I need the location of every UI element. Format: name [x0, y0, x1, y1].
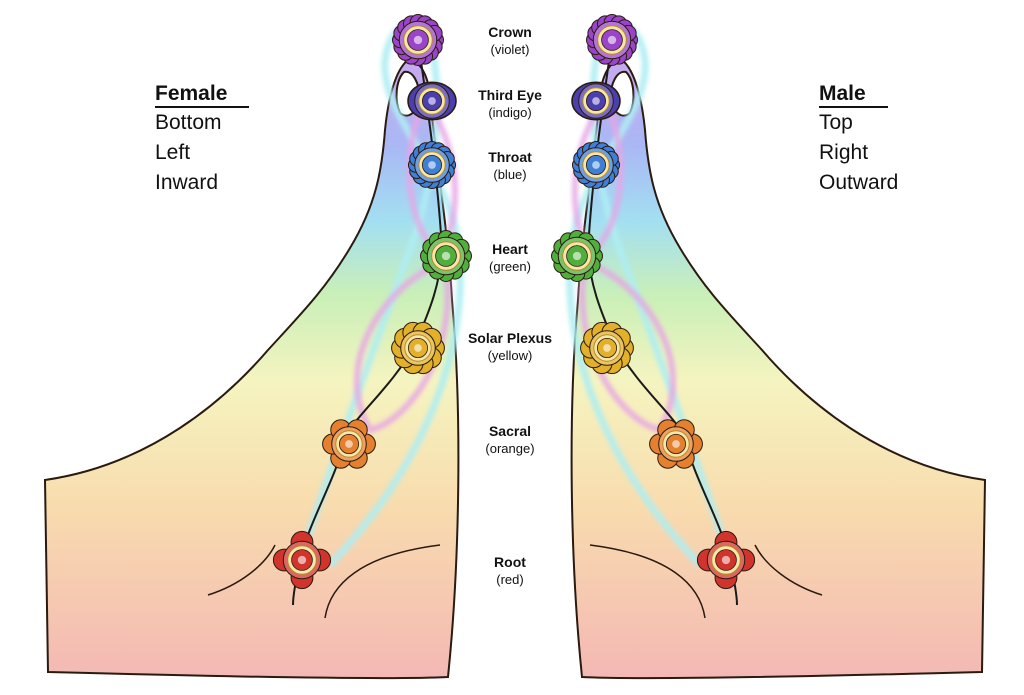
male-hand-outline: [570, 58, 987, 680]
male-palm-crease-1: [754, 544, 823, 596]
chakra-color-third-eye: (indigo): [488, 105, 532, 120]
chakra-color-throat: (blue): [493, 167, 527, 182]
female-chakra-crown-icon: [392, 14, 444, 66]
chakra-color-sacral: (orange): [485, 441, 535, 456]
male-chakra-sacral-icon: [649, 419, 703, 469]
chakra-name-throat: Throat: [488, 149, 532, 165]
chakra-icons: [272, 14, 756, 590]
male-chakra-crown-icon: [586, 14, 638, 66]
male-chakra-root-icon: [696, 530, 756, 590]
female-pink-loop-lower: [354, 258, 451, 434]
female-title: Female: [155, 82, 250, 108]
male-line-2: Right: [819, 141, 869, 164]
chakra-name-root: Root: [494, 554, 526, 570]
female-chakra-throat-icon: [407, 140, 457, 190]
chakra-label-throat: Throat (blue): [445, 148, 575, 183]
chakra-label-solar-plexus: Solar Plexus (yellow): [445, 329, 575, 364]
chakra-label-crown: Crown (violet): [445, 23, 575, 58]
male-line-3: Outward: [819, 171, 899, 194]
female-chakra-root-icon: [272, 530, 332, 590]
male-palm-crease-2: [589, 544, 706, 619]
female-legend: Female Bottom Left Inward: [155, 82, 250, 198]
chakra-color-solar-plexus: (yellow): [487, 348, 533, 363]
female-line-3: Inward: [155, 171, 219, 194]
female-chakra-solar-plexus-icon: [391, 321, 445, 375]
female-line-1: Bottom: [155, 111, 222, 134]
chakra-name-third-eye: Third Eye: [478, 87, 542, 103]
male-chakra-solar-plexus-icon: [580, 321, 634, 375]
chakra-label-third-eye: Third Eye (indigo): [445, 86, 575, 121]
female-palm-crease-2: [324, 544, 441, 619]
chakra-name-sacral: Sacral: [488, 423, 532, 439]
chakra-color-root: (red): [496, 572, 524, 587]
male-chakra-heart-icon: [551, 230, 603, 282]
chakra-label-sacral: Sacral (orange): [445, 422, 575, 457]
male-legend: Male Top Right Outward: [819, 82, 898, 198]
chakra-label-heart: Heart (green): [445, 240, 575, 275]
female-chakra-sacral-icon: [322, 419, 376, 469]
female-chakra-third-eye-icon: [407, 81, 457, 121]
chakra-name-heart: Heart: [492, 241, 528, 257]
male-chakra-throat-icon: [571, 140, 621, 190]
chakra-name-solar-plexus: Solar Plexus: [467, 330, 553, 346]
chakra-name-crown: Crown: [488, 24, 532, 40]
male-title: Male: [819, 82, 888, 108]
chakra-label-root: Root (red): [445, 553, 575, 588]
female-chakra-heart-icon: [420, 230, 472, 282]
chakra-color-heart: (green): [489, 259, 531, 274]
female-line-2: Left: [155, 141, 191, 164]
male-line-1: Top: [819, 111, 853, 134]
female-palm-crease-1: [207, 544, 276, 596]
chakra-color-crown: (violet): [490, 42, 530, 57]
female-hand-outline: [43, 58, 460, 680]
male-chakra-third-eye-icon: [571, 81, 621, 121]
